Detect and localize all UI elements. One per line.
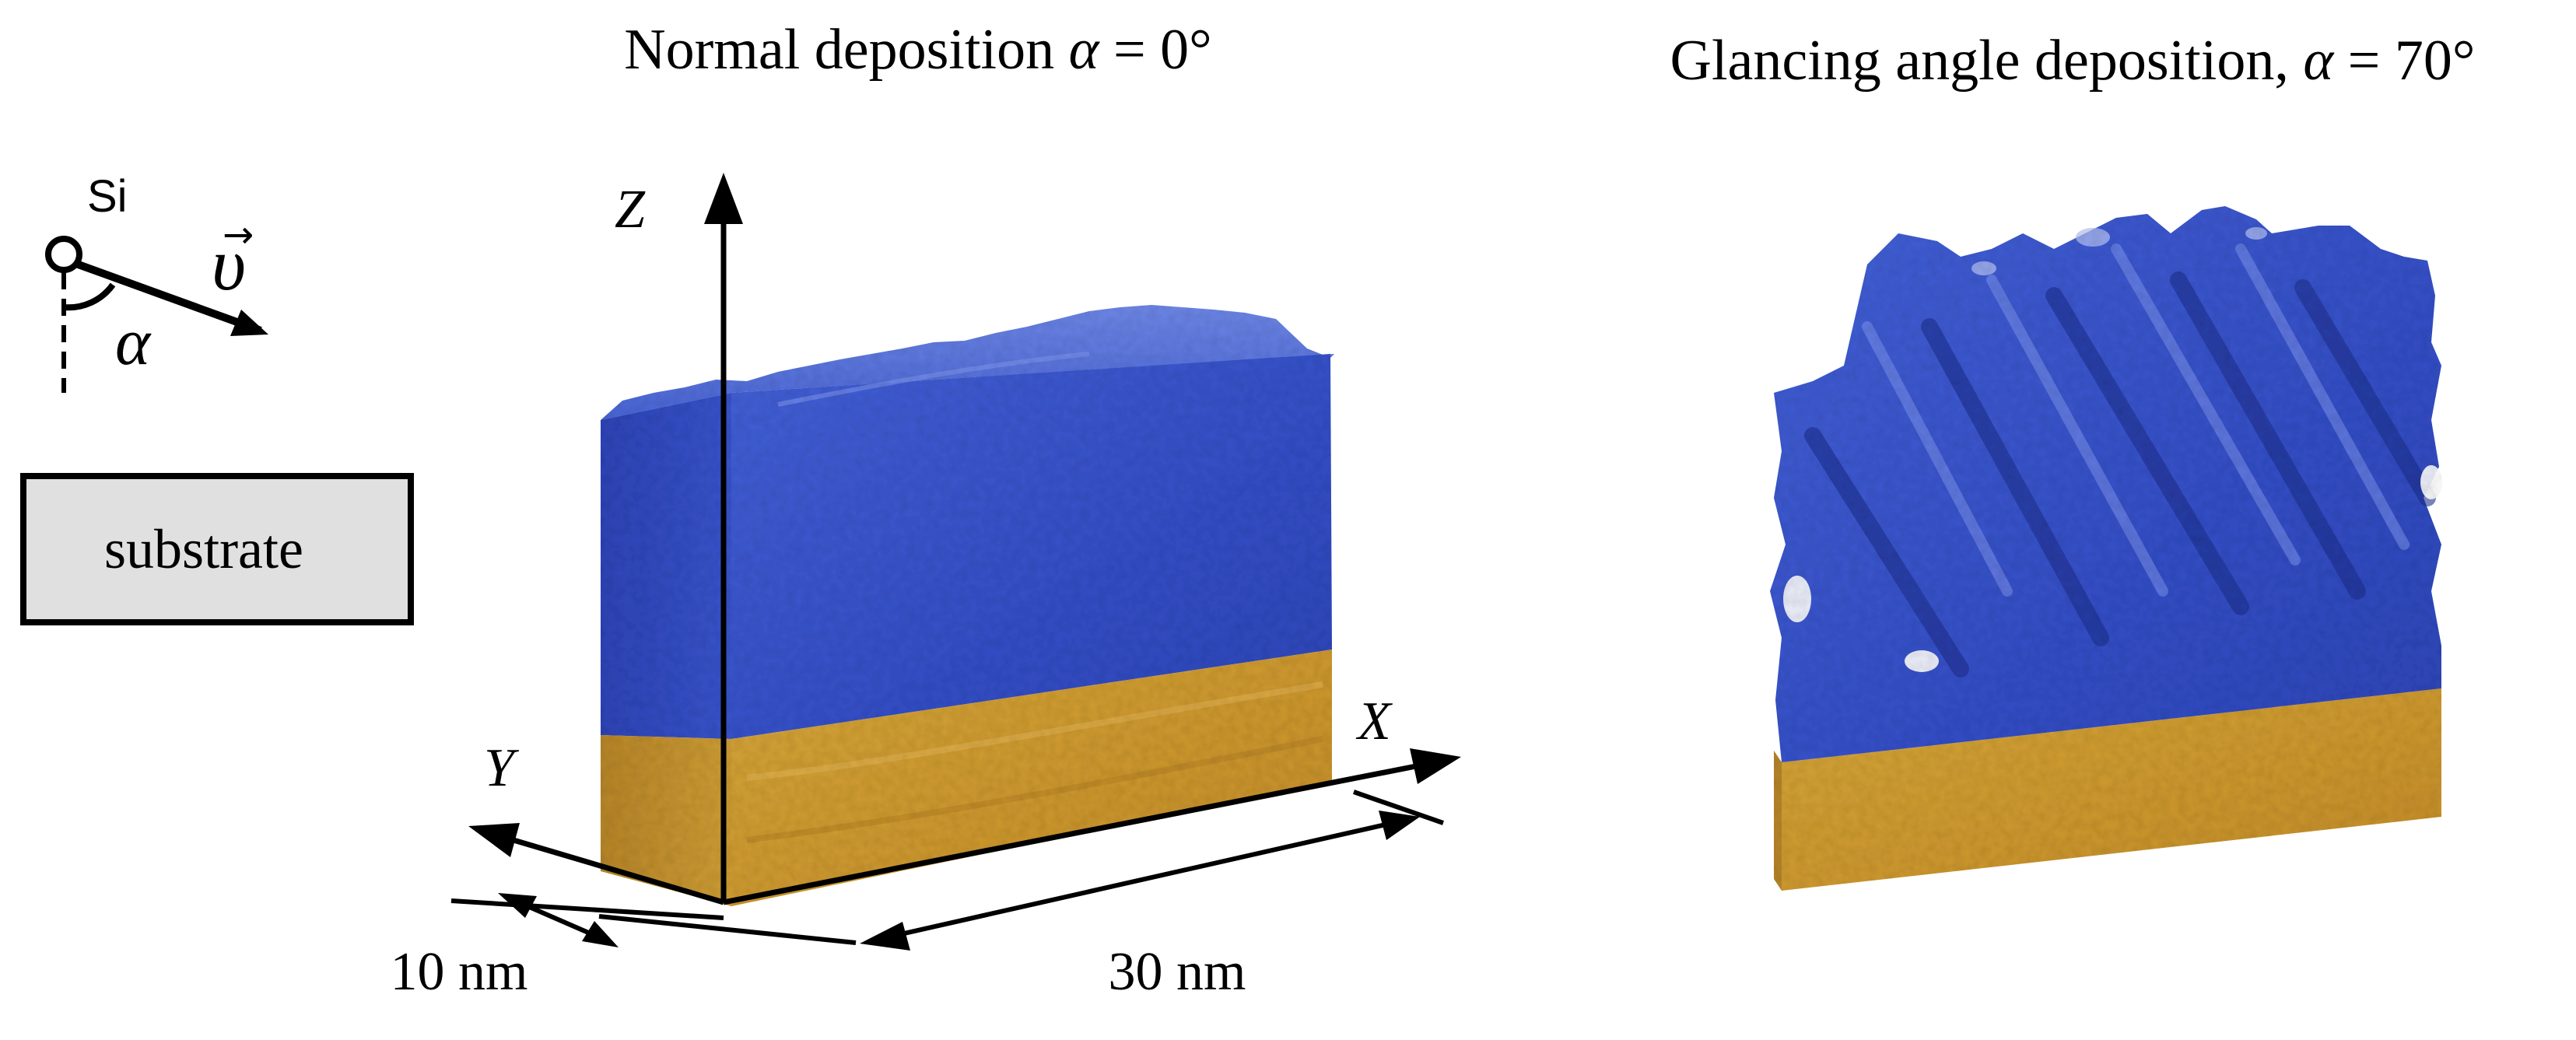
substrate-left-face — [601, 735, 731, 906]
coordinate-axes — [468, 173, 1461, 905]
gad-substrate-front-face — [1782, 688, 2441, 891]
z-axis-arrowhead — [704, 173, 743, 224]
si-atom-label: Si — [87, 171, 128, 222]
film-top-surface — [601, 305, 1334, 420]
x-axis — [723, 763, 1417, 905]
y-axis-label: Y — [484, 738, 520, 798]
gad-column-grooves — [1804, 271, 2436, 678]
si-atom-circle — [45, 236, 82, 273]
title-glancing-angle-deposition: Glancing angle deposition, α = 70° — [1670, 29, 2476, 93]
length-dimension-label: 30 nm — [1109, 942, 1246, 1002]
length-dimension-line — [886, 821, 1393, 940]
gad-voids — [1783, 465, 2442, 672]
y-axis-arrowhead — [468, 823, 520, 857]
glancing-angle-film-block — [1770, 206, 2442, 891]
x-axis-label: X — [1355, 692, 1393, 751]
dimension-30nm — [886, 790, 1444, 940]
angle-alpha-label: α — [115, 304, 152, 379]
gad-substrate-side-face — [1774, 751, 1782, 891]
normal-deposition-film-block — [601, 305, 1334, 906]
dimension-10nm — [450, 898, 857, 945]
incidence-angle-arc — [63, 282, 116, 311]
gad-column-highlights — [1862, 243, 2410, 597]
substrate-front-face — [731, 650, 1332, 906]
title-normal-deposition: Normal deposition α = 0° — [624, 18, 1212, 82]
incidence-inset: Si α υ → substrate — [20, 171, 414, 625]
x-axis-arrowhead — [1410, 748, 1461, 784]
velocity-arrow — [72, 259, 262, 334]
y-axis — [513, 837, 724, 905]
z-axis-label: Z — [615, 180, 646, 240]
film-front-face — [731, 354, 1332, 739]
substrate-box — [20, 473, 414, 625]
substrate-label: substrate — [104, 518, 303, 580]
film-left-face — [601, 393, 731, 739]
velocity-symbol: υ — [212, 222, 246, 306]
depth-dimension-label: 10 nm — [391, 942, 528, 1002]
velocity-vector-arrow-accent: → — [223, 213, 254, 257]
velocity-arrowhead — [230, 310, 268, 336]
